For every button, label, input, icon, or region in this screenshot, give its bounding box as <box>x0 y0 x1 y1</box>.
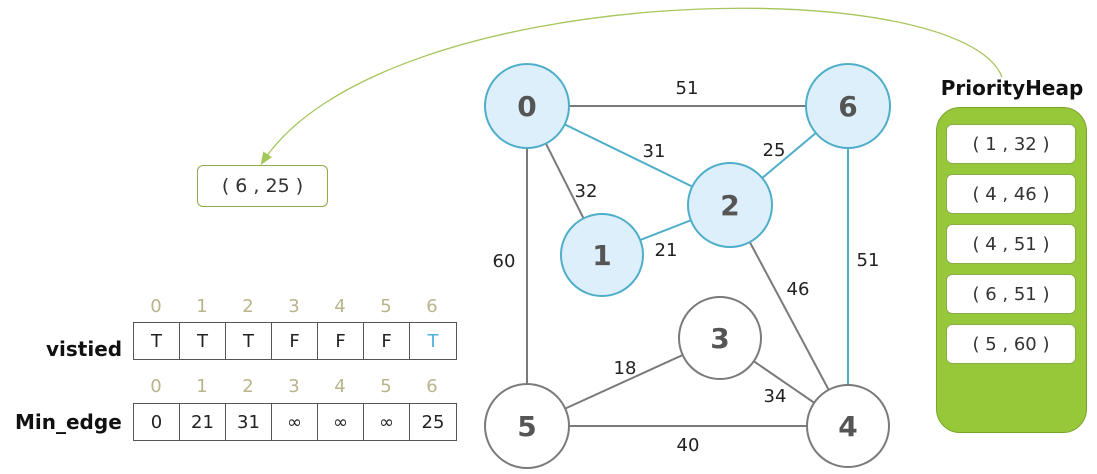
visited-cell: F <box>318 323 364 359</box>
min-edge-cell: 25 <box>421 411 445 433</box>
visited-array: T T T F F F T <box>133 322 457 360</box>
index-label: 6 <box>426 296 438 317</box>
index-label: 0 <box>150 376 162 397</box>
min-edge-array: 0 21 31 ∞ ∞ ∞ 25 <box>133 403 457 441</box>
node-circle <box>678 296 762 380</box>
index-label: 5 <box>380 376 392 397</box>
min-edge-cell: 31 <box>226 404 272 440</box>
heap-item: ( 4 , 51 ) <box>946 224 1076 264</box>
node-circle <box>805 63 891 149</box>
edge-weight-label: 18 <box>614 358 637 379</box>
popped-edge-box: ( 6 , 25 ) <box>197 165 328 207</box>
visited-cell-highlighted: T <box>427 330 439 352</box>
index-label: 2 <box>242 296 254 317</box>
graph-node-5: 5 <box>484 383 570 469</box>
min-edge-cell: ∞ <box>272 404 318 440</box>
min-edge-cell: 0 <box>134 404 180 440</box>
edge-weight-label: 32 <box>575 181 598 202</box>
visited-cell: T <box>134 323 180 359</box>
index-label: 3 <box>288 296 300 317</box>
edge-weight-label: 51 <box>857 250 880 271</box>
edge-weight-label: 31 <box>643 141 666 162</box>
index-label: 0 <box>150 296 162 317</box>
heap-item: ( 4 , 46 ) <box>946 174 1076 214</box>
edge-weight-label: 60 <box>493 251 516 272</box>
index-label: 1 <box>196 296 208 317</box>
min-edge-index-row: 0 1 2 3 4 5 6 <box>133 376 455 397</box>
node-label: 3 <box>710 322 729 355</box>
visited-index-row: 0 1 2 3 4 5 6 <box>133 296 455 317</box>
edge-weight-label: 46 <box>787 279 810 300</box>
pop-arrow <box>260 7 1003 166</box>
node-label: 1 <box>592 239 611 272</box>
index-label: 5 <box>380 296 392 317</box>
graph-node-0: 0 <box>484 63 570 149</box>
graph-node-2: 2 <box>687 162 773 248</box>
edge-weight-label: 21 <box>655 240 678 261</box>
heap-item: ( 1 , 32 ) <box>946 124 1076 164</box>
node-label: 6 <box>838 90 857 123</box>
graph-node-6: 6 <box>805 63 891 149</box>
visited-cell: T <box>226 323 272 359</box>
heap-item: ( 5 , 60 ) <box>946 324 1076 364</box>
heap-title: PriorityHeap <box>940 76 1084 100</box>
node-circle <box>484 63 570 149</box>
index-label: 4 <box>334 376 346 397</box>
priority-heap: ( 1 , 32 ) ( 4 , 46 ) ( 4 , 51 ) ( 6 , 5… <box>936 107 1087 433</box>
graph-node-4: 4 <box>806 384 890 468</box>
min-edge-cell: 21 <box>180 404 226 440</box>
popped-edge-text: ( 6 , 25 ) <box>221 175 304 197</box>
edge-weight-label: 25 <box>763 140 786 161</box>
node-circle <box>687 162 773 248</box>
visited-cell: F <box>272 323 318 359</box>
visited-cell: T <box>180 323 226 359</box>
min-edge-cell: ∞ <box>318 404 364 440</box>
heap-item: ( 6 , 51 ) <box>946 274 1076 314</box>
node-label: 2 <box>720 189 739 222</box>
index-label: 4 <box>334 296 346 317</box>
node-label: 4 <box>838 410 857 443</box>
visited-label: vistied <box>46 337 123 361</box>
min-edge-cell: ∞ <box>364 404 410 440</box>
index-label: 6 <box>426 376 438 397</box>
index-label: 2 <box>242 376 254 397</box>
node-label: 0 <box>517 90 536 123</box>
edge-weight-label: 34 <box>764 386 787 407</box>
node-circle <box>806 384 890 468</box>
min-edge-label: Min_edge <box>15 410 122 434</box>
graph-node-3: 3 <box>678 296 762 380</box>
index-label: 1 <box>196 376 208 397</box>
edge-weight-label: 51 <box>676 78 699 99</box>
index-label: 3 <box>288 376 300 397</box>
graph-node-1: 1 <box>560 213 644 297</box>
visited-cell: F <box>364 323 410 359</box>
node-label: 5 <box>517 410 536 443</box>
edge-weight-label: 40 <box>677 435 700 456</box>
node-circle <box>484 383 570 469</box>
node-circle <box>560 213 644 297</box>
